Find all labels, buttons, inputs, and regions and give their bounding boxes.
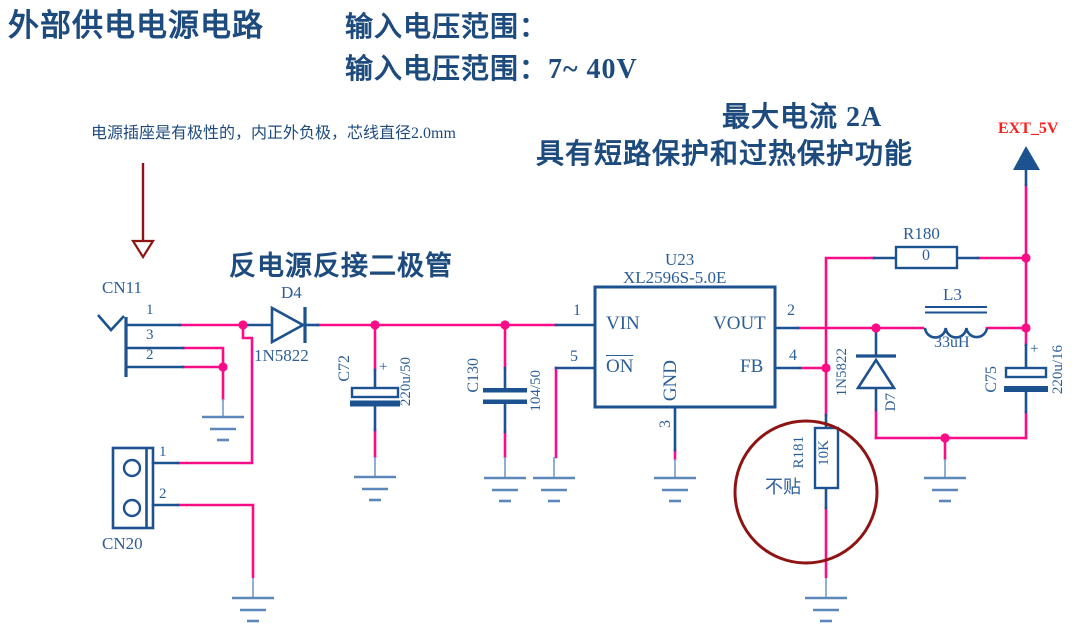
pin-leads — [124, 168, 1028, 510]
u23-pin-vout-label: VOUT — [713, 313, 766, 334]
r180-value: 0 — [922, 247, 930, 264]
reverse-diode-note: 反电源反接二极管 — [229, 251, 453, 281]
c130-value: 104/50 — [528, 370, 544, 412]
no-mount-highlight-circle — [733, 419, 879, 565]
d7-diode-symbol — [855, 354, 897, 390]
u23-ic-body — [593, 285, 777, 409]
ground-symbols — [202, 399, 966, 623]
cn20-pin1-number: 1 — [159, 444, 167, 460]
input-range-value: 输入电压范围：7~ 40V — [345, 54, 638, 85]
c130-capacitor-symbol — [483, 388, 527, 404]
c72-capacitor-symbol — [350, 386, 400, 407]
r180-resistor-symbol — [894, 245, 959, 270]
cn11-pin2-number: 2 — [146, 347, 154, 363]
l3-inductor-symbol — [923, 306, 989, 339]
cn11-pin3-number: 3 — [146, 327, 154, 343]
u23-pin5-number: 5 — [570, 348, 578, 365]
jack-polarity-note: 电源插座是有极性的，内正外负极，芯线直径2.0mm — [91, 125, 456, 142]
c75-capacitor-symbol — [1004, 366, 1048, 392]
cn11-jack-symbol — [97, 314, 128, 377]
r180-refdes: R180 — [903, 224, 940, 243]
cn20-pin2-number: 2 — [159, 486, 167, 502]
protection-note: 具有短路保护和过热保护功能 — [536, 139, 914, 170]
cn11-refdes: CN11 — [102, 278, 142, 297]
c75-value: 220u/16 — [1050, 345, 1066, 395]
r181-refdes: R181 — [791, 436, 807, 469]
c72-refdes: C72 — [336, 355, 353, 382]
l3-value: 33uH — [934, 334, 970, 351]
d4-diode-symbol — [270, 305, 307, 345]
l3-refdes: L3 — [943, 285, 962, 304]
cn11-pin1-number: 1 — [146, 302, 154, 318]
u23-pin-gnd-label: GND — [660, 360, 681, 402]
r181-value: 10K — [816, 440, 832, 466]
d4-value: 1N5822 — [254, 346, 309, 365]
d4-refdes: D4 — [281, 283, 302, 302]
u23-pin-fb-label: FB — [740, 356, 764, 377]
input-range-label: 输入电压范围： — [345, 12, 549, 43]
note-pointer-arrow — [131, 163, 155, 260]
cn20-connector-symbol — [111, 446, 155, 530]
net-wires — [176, 183, 1028, 579]
c75-polarity-plus: + — [1030, 341, 1039, 357]
c72-value: 220u/50 — [398, 357, 414, 407]
u23-refdes: U23 — [665, 250, 695, 269]
u23-pin-vin-label: VIN — [606, 313, 640, 334]
r181-resistor-symbol — [813, 426, 840, 490]
u23-pin3-number: 3 — [657, 420, 674, 428]
c130-refdes: C130 — [465, 358, 482, 393]
cn20-refdes: CN20 — [102, 534, 143, 553]
junction-dots — [218, 253, 1031, 443]
max-current-note: 最大电流 2A — [722, 102, 883, 133]
d7-value: 1N5822 — [834, 348, 850, 397]
u23-pin-on-label: ON — [606, 356, 634, 377]
page-title: 外部供电电源电路 — [8, 8, 264, 43]
u23-pin4-number: 4 — [789, 347, 797, 364]
u23-pin1-number: 1 — [573, 302, 581, 319]
net-label-ext5v: EXT_5V — [998, 120, 1059, 137]
c75-refdes: C75 — [983, 366, 1000, 393]
no-mount-note: 不贴 — [765, 477, 801, 497]
c72-polarity-plus: + — [379, 359, 388, 375]
power-flag-arrow — [1013, 146, 1040, 170]
d7-refdes: D7 — [883, 393, 899, 412]
u23-value: XL2596S-5.0E — [623, 268, 727, 287]
component-symbols — [97, 146, 1048, 565]
u23-pin2-number: 2 — [787, 302, 795, 319]
